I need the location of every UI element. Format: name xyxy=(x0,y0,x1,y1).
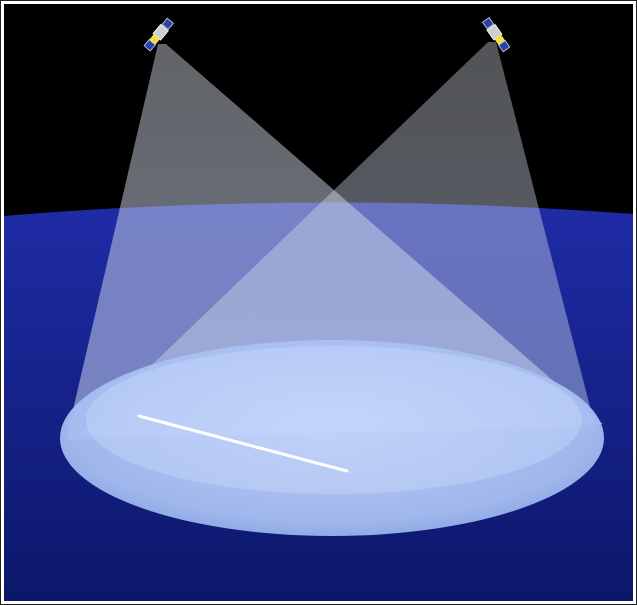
coverage-footprint-inner xyxy=(86,346,582,494)
